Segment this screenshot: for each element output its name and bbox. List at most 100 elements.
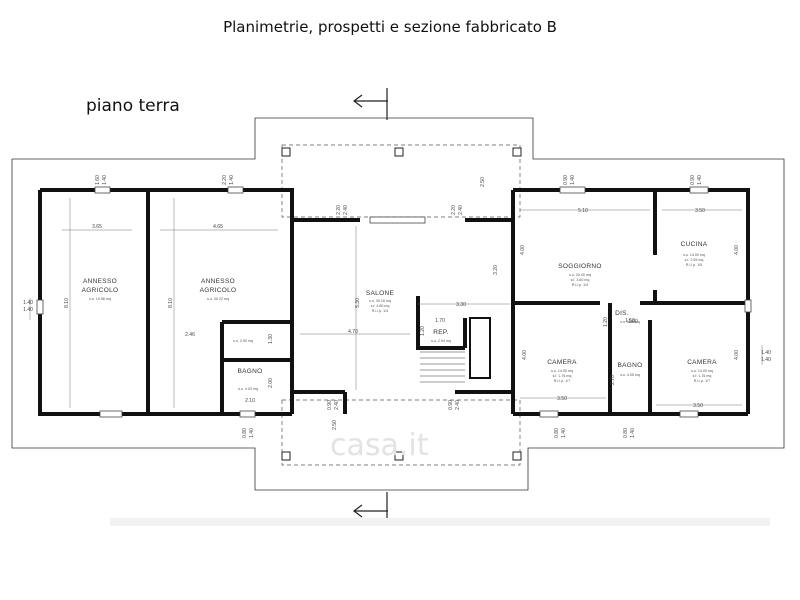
dim-bagno-2-width: 1.50 xyxy=(625,318,635,324)
dim-camera-1-width: 3.50 xyxy=(557,396,567,402)
windows xyxy=(36,186,752,418)
dim-cucina-width: 3.50 xyxy=(695,208,705,214)
dim-bot-i: 0.80 xyxy=(623,428,629,438)
dim-annesso-1-height: 8.10 xyxy=(64,298,70,308)
dim-win-e: 2.20 xyxy=(336,205,342,215)
room-soggiorno-area-2: s.f. 3.60 mq xyxy=(571,278,590,282)
dim-win-j: 1.40 xyxy=(570,175,576,185)
room-rep-label: REP. xyxy=(433,329,449,336)
room-cucina-area-3: R.I.l.p. 1/5 xyxy=(686,263,702,267)
dim-annesso-2-height: 8.10 xyxy=(168,298,174,308)
site-outline xyxy=(11,117,785,491)
room-bagno-2-label: BAGNO xyxy=(618,362,643,369)
room-salone-label: SALONE xyxy=(366,290,395,297)
portico-bottom xyxy=(281,399,521,466)
room-bagno-1-area: s.u. 4.03 mq xyxy=(238,387,258,391)
room-soggiorno-area-1: s.u. 20.40 mq xyxy=(569,273,591,277)
dim-win-d: 1.40 xyxy=(229,175,235,185)
dim-bot-f: 1.40 xyxy=(249,428,255,438)
dim-cucina-height: 4.00 xyxy=(734,245,740,255)
room-annesso-2-label-1: ANNESSO xyxy=(201,278,235,285)
dim-side-left-1: 1.40 xyxy=(23,300,33,306)
dim-win-l: 1.40 xyxy=(697,175,703,185)
dim-210: 2.10 xyxy=(245,398,255,404)
room-cucina-area-2: s.f. 2.69 mq xyxy=(685,258,704,262)
room-annesso-2-area: s.u. 30.22 mq xyxy=(207,297,229,301)
dim-dis-width: 1.00 xyxy=(628,319,638,325)
dim-win-i: 0.90 xyxy=(563,175,569,185)
dim-bot-d: 2.40 xyxy=(455,400,461,410)
dim-330: 3.30 xyxy=(456,302,466,308)
dim-win-h: 2.40 xyxy=(458,205,464,215)
room-soggiorno-area-3: R.I.l.p. 1/4 xyxy=(572,283,588,287)
dim-bagno-2-height: 2.70 xyxy=(610,375,616,385)
dim-bot-e: 0.80 xyxy=(242,428,248,438)
room-camera-1-label: CAMERA xyxy=(547,359,577,366)
dim-side-left-2: 1.40 xyxy=(23,307,33,313)
room-bagno-2-area: s.u. 4.05 mq xyxy=(620,373,640,377)
dim-soggiorno-height: 4.00 xyxy=(520,245,526,255)
page-title: Planimetrie, prospetti e sezione fabbric… xyxy=(223,18,557,36)
floor-label: piano terra xyxy=(86,96,180,116)
room-annesso-1-area: s.u. 19.56 mq xyxy=(89,297,111,301)
dim-salone-width: 4.70 xyxy=(348,329,358,335)
room-annesso-1-label-2: AGRICOLO xyxy=(82,287,119,294)
dim-camera-2-width: 3.50 xyxy=(693,403,703,409)
dim-320: 3.20 xyxy=(493,265,499,275)
room-dis-area: s.u. 1.50 mq xyxy=(620,320,640,324)
pillars xyxy=(281,147,522,461)
dim-side-right-2: 1.40 xyxy=(761,357,771,363)
stair xyxy=(420,317,491,383)
room-cucina-area-1: s.u. 14.00 mq xyxy=(683,253,705,257)
dim-rep-height: 1.20 xyxy=(420,326,426,336)
dim-camera-2-height: 4.00 xyxy=(734,350,740,360)
room-annesso-2-label-2: AGRICOLO xyxy=(200,287,237,294)
room-bagno-1-label: BAGNO xyxy=(238,368,263,375)
dim-soggiorno-width: 5.10 xyxy=(578,208,588,214)
room-small-area: s.u. 2.90 mq xyxy=(233,339,253,343)
dim-250-top: 2.50 xyxy=(480,177,486,187)
dim-bot-a: 0.90 xyxy=(327,400,333,410)
dim-bot-j: 1.40 xyxy=(630,428,636,438)
dim-salone-height: 5.30 xyxy=(355,298,361,308)
dim-annesso-1-width: 3.65 xyxy=(92,224,102,230)
room-salone-area-3: R.I.l.p. 1/4 xyxy=(372,309,388,313)
dim-200: 2.00 xyxy=(268,378,274,388)
dim-win-g: 2.20 xyxy=(451,205,457,215)
room-camera-2-area-3: R.I.l.p. 1/7 xyxy=(694,379,710,383)
room-camera-1-area-3: R.I.l.p. 1/7 xyxy=(554,379,570,383)
dim-130: 1.30 xyxy=(268,334,274,344)
dim-246: 2.46 xyxy=(185,332,195,338)
dim-win-a: 1.60 xyxy=(95,175,101,185)
dim-win-b: 1.40 xyxy=(102,175,108,185)
room-salone-area-2: s.f. 4.80 mq xyxy=(371,304,390,308)
room-salone-area-1: s.u. 39.18 mq xyxy=(369,299,391,303)
watermark: casa.it xyxy=(330,428,429,463)
room-camera-1-area-1: s.u. 14.00 mq xyxy=(551,369,573,373)
room-camera-2-label: CAMERA xyxy=(687,359,717,366)
walls xyxy=(38,188,750,416)
dim-dis-height: 1.20 xyxy=(603,317,609,327)
room-rep-area: s.u. 2.94 mq xyxy=(431,339,451,343)
dim-win-f: 2.40 xyxy=(343,205,349,215)
dim-bot-h: 1.40 xyxy=(561,428,567,438)
room-cucina-label: CUCINA xyxy=(681,241,708,248)
dim-bot-b: 2.40 xyxy=(334,400,340,410)
dim-win-c: 2.20 xyxy=(222,175,228,185)
room-dis-label: DIS. xyxy=(615,310,629,317)
dim-camera-1-height: 4.00 xyxy=(522,350,528,360)
room-soggiorno-label: SOGGIORNO xyxy=(558,263,602,270)
dim-bot-c: 0.90 xyxy=(448,400,454,410)
dim-side-right-1: 1.40 xyxy=(761,350,771,356)
dim-win-k: 0.90 xyxy=(690,175,696,185)
dim-rep-width: 1.70 xyxy=(435,318,445,324)
room-camera-2-area-2: s.f. 1.76 mq xyxy=(693,374,712,378)
room-camera-1-area-2: s.f. 1.76 mq xyxy=(553,374,572,378)
room-camera-2-area-1: s.u. 14.00 mq xyxy=(691,369,713,373)
dim-bot-g: 0.80 xyxy=(554,428,560,438)
dimension-lines xyxy=(29,198,763,408)
dim-annesso-2-width: 4.65 xyxy=(213,224,223,230)
dim-250-bottom: 2.50 xyxy=(332,420,338,430)
room-annesso-1-label-1: ANNESSO xyxy=(83,278,117,285)
